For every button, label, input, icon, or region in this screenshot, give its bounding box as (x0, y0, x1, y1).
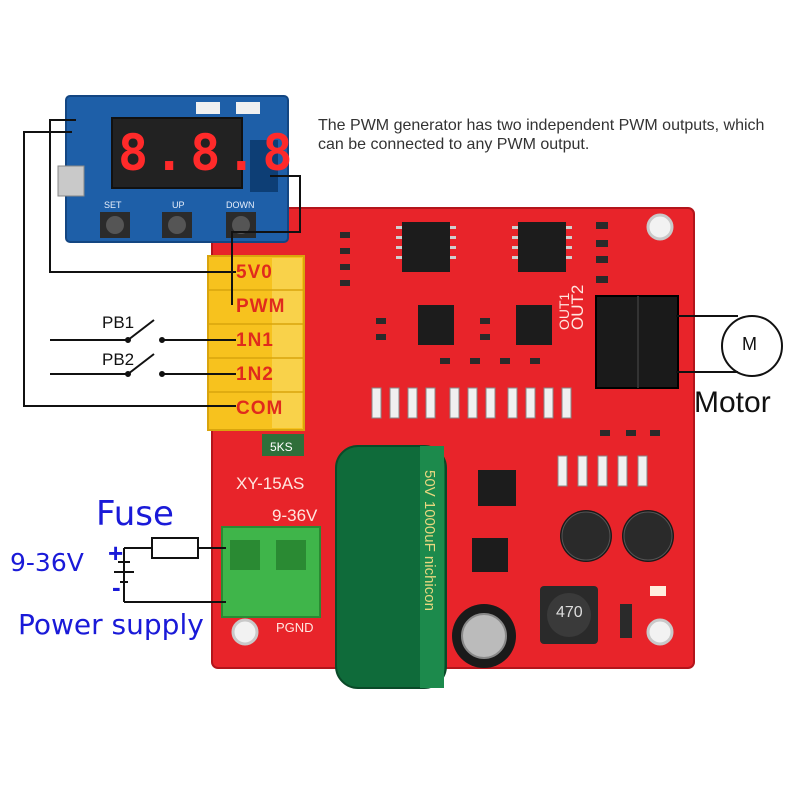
terminal-label-pwm: PWM (236, 296, 286, 317)
terminal-label-5v0: 5V0 (236, 262, 273, 283)
pwm-display-module (57, 95, 289, 243)
module-button-label-set: SET (104, 200, 122, 210)
description-text: The PWM generator has two independent PW… (318, 117, 765, 153)
board-out2-label: OUT2 (568, 284, 587, 330)
driver-board: 5KS (211, 207, 695, 689)
board-range-label: 9-36V (272, 506, 318, 525)
terminal-label-in2: 1N2 (236, 364, 274, 385)
inductor-marking: 470 (556, 604, 583, 621)
motor-symbol: M (742, 334, 757, 354)
terminal-block (207, 255, 305, 431)
board-model-label: XY-15AS (236, 474, 305, 493)
wiring (23, 119, 783, 603)
module-buttons (100, 212, 256, 238)
module-button-label-down: DOWN (226, 200, 255, 210)
plus-sign: + (108, 538, 124, 568)
terminal-label-com: COM (236, 398, 284, 419)
terminal-label-in1: 1N1 (236, 330, 274, 351)
svg-text:5KS: 5KS (270, 440, 293, 454)
board-pgnd-label: PGND (276, 620, 314, 635)
switch-label-pb1: PB1 (102, 313, 135, 332)
module-button-label-up: UP (172, 200, 185, 210)
fuse-label: Fuse (96, 494, 174, 534)
capacitor-marking: 50V 1000uF nichicon (421, 470, 438, 611)
power-supply-label: Power supply (18, 608, 204, 641)
minus-sign: - (112, 572, 121, 602)
motor-label: Motor (694, 386, 771, 419)
switch-label-pb2: PB2 (102, 350, 135, 369)
voltage-label: 9-36V (10, 548, 84, 577)
display-digits: 8.8.8 (118, 124, 299, 182)
